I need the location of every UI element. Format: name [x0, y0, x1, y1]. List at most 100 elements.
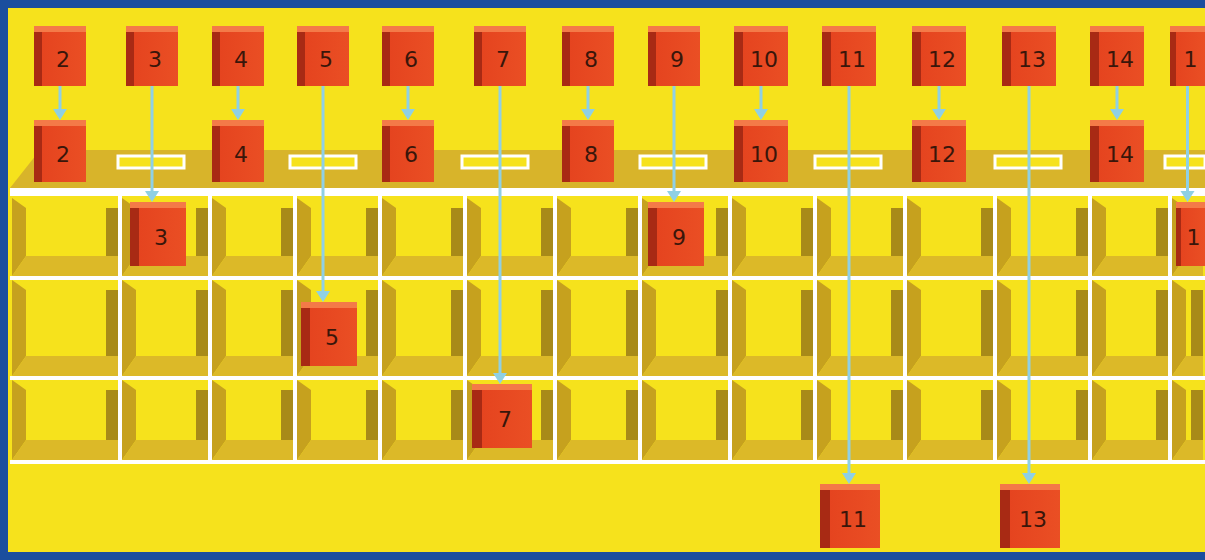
arrow-head — [231, 109, 245, 120]
number-cube: 10 — [734, 120, 788, 182]
number-cube: 9 — [648, 202, 704, 266]
number-cube: 12 — [912, 120, 966, 182]
number-cube: 2 — [34, 26, 86, 86]
number-cube: 11 — [820, 484, 880, 548]
drop-arrow — [842, 86, 856, 484]
cube-number: 2 — [50, 47, 70, 72]
number-cube: 12 — [912, 26, 966, 86]
cube-number: 8 — [578, 47, 598, 72]
number-cube: 1 — [1170, 26, 1205, 86]
drop-arrow — [493, 86, 507, 384]
number-cube: 5 — [301, 302, 357, 366]
cube-number: 6 — [398, 47, 418, 72]
shelf-holes — [118, 156, 1205, 168]
arrow-head — [667, 191, 681, 202]
cube-number: 10 — [744, 47, 778, 72]
number-cube: 8 — [562, 120, 614, 182]
number-cube: 7 — [474, 26, 526, 86]
shelf-cells — [12, 198, 1203, 460]
arrow-line — [1028, 86, 1031, 475]
number-cube: 4 — [212, 120, 264, 182]
arrow-head — [53, 109, 67, 120]
number-cube: 14 — [1090, 120, 1144, 182]
cube-number: 5 — [319, 325, 339, 350]
arrow-line — [938, 86, 941, 111]
cube-number: 14 — [1100, 142, 1134, 167]
number-cube: 3 — [126, 26, 178, 86]
arrow-line — [587, 86, 590, 111]
cube-number: 12 — [922, 47, 956, 72]
number-cube: 11 — [822, 26, 876, 86]
arrow-head — [1022, 473, 1036, 484]
arrow-line — [499, 86, 502, 375]
arrow-line — [1186, 86, 1189, 193]
arrow-head — [932, 109, 946, 120]
arrow-line — [848, 86, 851, 475]
drop-arrow — [145, 86, 159, 202]
cube-number: 8 — [578, 142, 598, 167]
number-cube: 13 — [1000, 484, 1060, 548]
cube-number: 6 — [398, 142, 418, 167]
drop-arrow — [581, 86, 595, 120]
cube-number: 14 — [1100, 47, 1134, 72]
number-cube: 6 — [382, 120, 434, 182]
shelf-edge — [10, 188, 1205, 196]
number-cube: 3 — [130, 202, 186, 266]
arrow-head — [1181, 191, 1195, 202]
number-cube: 9 — [648, 26, 700, 86]
arrow-line — [237, 86, 240, 111]
number-cube: 6 — [382, 26, 434, 86]
cube-number: 4 — [228, 47, 248, 72]
arrow-line — [1116, 86, 1119, 111]
arrow-line — [673, 86, 676, 193]
cube-number: 12 — [922, 142, 956, 167]
number-cube: 14 — [1090, 26, 1144, 86]
number-cube: 2 — [34, 120, 86, 182]
arrow-head — [316, 291, 330, 302]
number-cube: 13 — [1002, 26, 1056, 86]
shelf-grid — [10, 196, 1205, 462]
number-cube: 7 — [472, 384, 532, 448]
cube-number: 5 — [313, 47, 333, 72]
arrow-line — [59, 86, 62, 111]
drop-arrow — [667, 86, 681, 202]
number-cube: 10 — [734, 26, 788, 86]
cube-number: 4 — [228, 142, 248, 167]
cube-number: 7 — [492, 407, 512, 432]
cube-number: 3 — [148, 225, 168, 250]
arrow-head — [145, 191, 159, 202]
arrow-head — [401, 109, 415, 120]
cube-number: 10 — [744, 142, 778, 167]
arrow-head — [1110, 109, 1124, 120]
drop-arrow — [1181, 86, 1195, 202]
cube-number: 11 — [833, 507, 867, 532]
cube-number: 13 — [1012, 47, 1046, 72]
drop-arrow — [754, 86, 768, 120]
number-cube: 1 — [1176, 202, 1205, 266]
drop-arrow — [1022, 86, 1036, 484]
number-cube: 5 — [297, 26, 349, 86]
cube-number: 13 — [1013, 507, 1047, 532]
drop-arrow — [932, 86, 946, 120]
drop-arrow — [316, 86, 330, 302]
drop-arrow — [53, 86, 67, 120]
cube-number: 7 — [490, 47, 510, 72]
arrow-line — [151, 86, 154, 193]
cube-number: 3 — [142, 47, 162, 72]
arrow-head — [754, 109, 768, 120]
arrow-head — [493, 373, 507, 384]
arrow-line — [407, 86, 410, 111]
drop-arrow — [1110, 86, 1124, 120]
arrow-head — [581, 109, 595, 120]
number-cube: 4 — [212, 26, 264, 86]
cube-number: 9 — [664, 47, 684, 72]
cube-number: 1 — [1181, 225, 1201, 250]
arrow-head — [842, 473, 856, 484]
arrow-line — [760, 86, 763, 111]
cube-number: 11 — [832, 47, 866, 72]
drop-arrow — [231, 86, 245, 120]
number-cube: 8 — [562, 26, 614, 86]
cube-number: 9 — [666, 225, 686, 250]
